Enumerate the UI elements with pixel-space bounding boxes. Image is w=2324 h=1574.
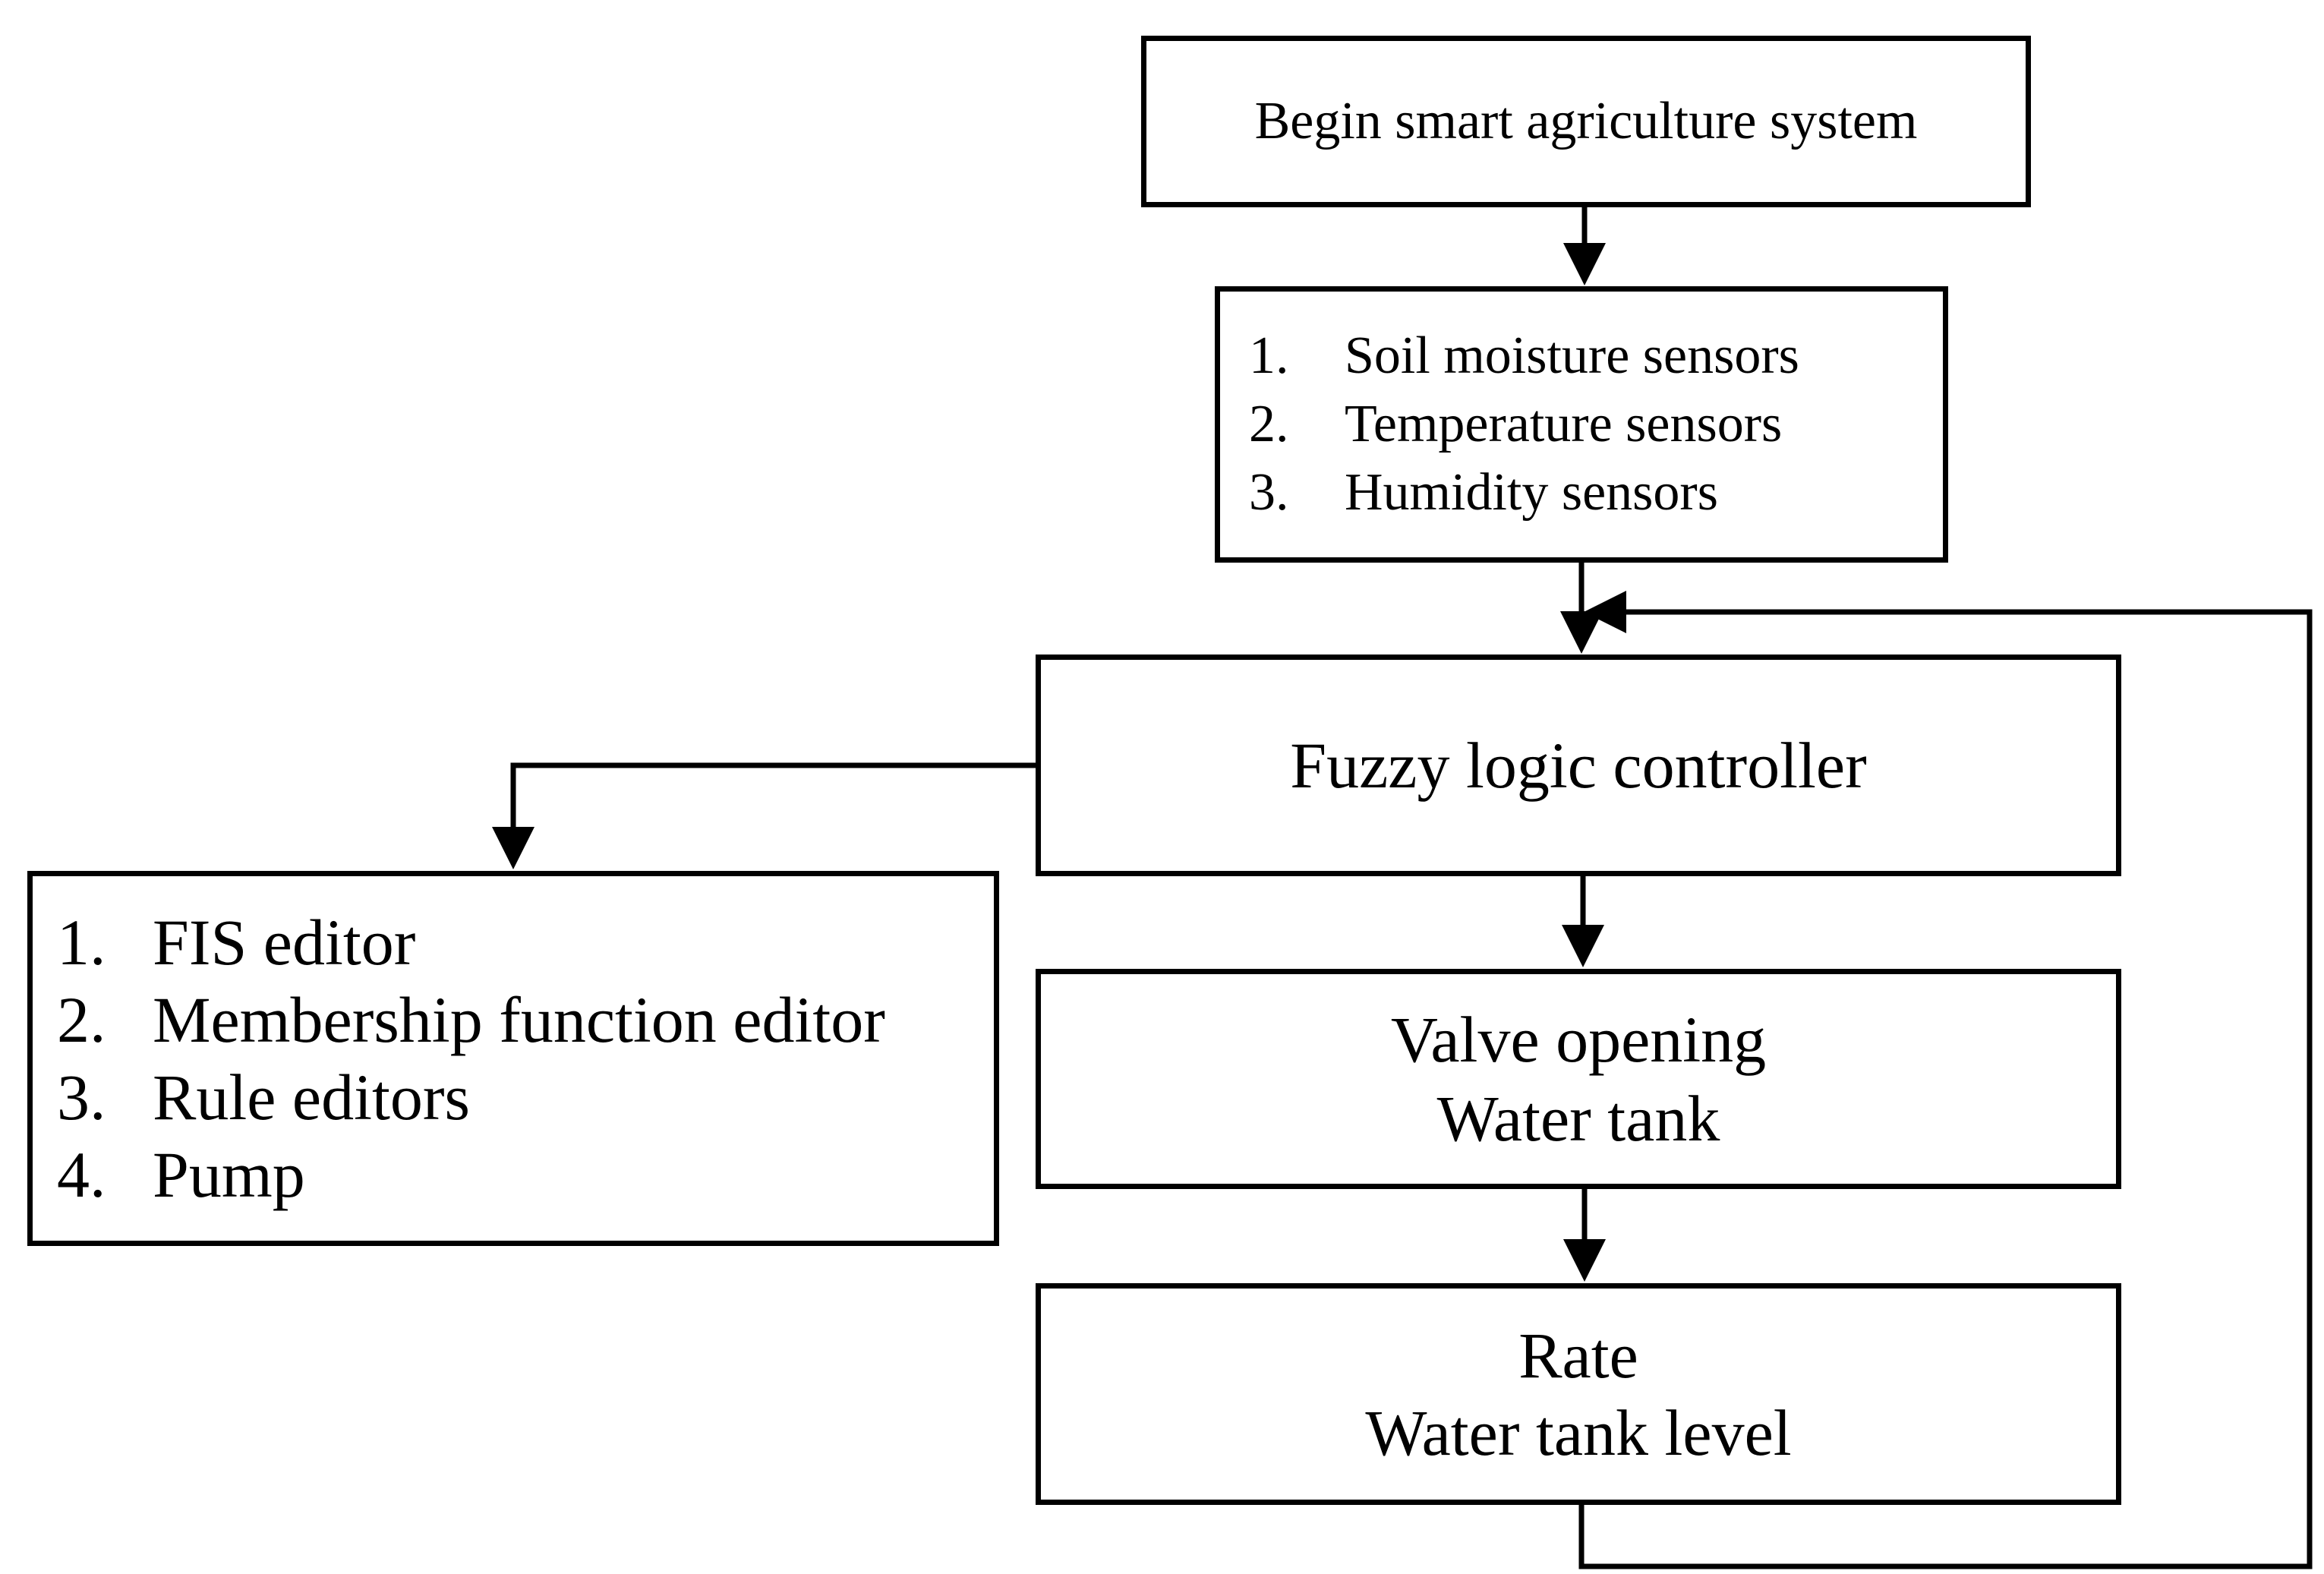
sensor-item-label: Humidity sensors [1345, 463, 1718, 522]
tool-item: 2. Membership function editor [57, 981, 994, 1058]
arrow-feedback-loop [1578, 591, 2313, 1569]
fuzzy-logic-controller-box: Fuzzy logic controller [1036, 655, 2121, 876]
tool-item-number: 4. [57, 1138, 106, 1211]
begin-system-box: Begin smart agriculture system [1141, 36, 2031, 207]
sensors-box: 1. Soil moisture sensors 2. Temperature … [1215, 286, 1948, 563]
valve-label-line: Water tank [1436, 1082, 1720, 1155]
sensor-item-number: 1. [1249, 326, 1289, 385]
tool-item-number: 3. [57, 1061, 106, 1134]
valve-label-line: Valve opening [1390, 1003, 1767, 1076]
arrow-controller-to-tools [492, 762, 1036, 869]
sensor-item-number: 3. [1249, 463, 1289, 522]
tool-item-label: Pump [153, 1138, 305, 1211]
sensor-item-number: 2. [1249, 395, 1289, 453]
sensor-item: 2. Temperature sensors [1249, 390, 1943, 459]
sensor-item: 3. Humidity sensors [1249, 459, 1943, 527]
valve-box: Valve opening Water tank [1036, 969, 2121, 1189]
fuzzy-logic-controller-label: Fuzzy logic controller [1290, 729, 1867, 802]
tool-item: 1. FIS editor [57, 904, 994, 981]
tool-item-label: Rule editors [153, 1061, 470, 1134]
rate-box: Rate Water tank level [1036, 1283, 2121, 1505]
tool-item-label: Membership function editor [153, 983, 885, 1056]
fis-tools-box: 1. FIS editor 2. Membership function edi… [27, 871, 999, 1246]
tool-item-number: 2. [57, 983, 106, 1056]
sensor-item-label: Temperature sensors [1345, 395, 1783, 453]
tool-item-number: 1. [57, 906, 106, 979]
tool-item-label: FIS editor [153, 906, 416, 979]
rate-label-line: Water tank level [1365, 1396, 1792, 1469]
sensor-item: 1. Soil moisture sensors [1249, 322, 1943, 390]
tool-item: 3. Rule editors [57, 1058, 994, 1136]
tool-item: 4. Pump [57, 1136, 994, 1213]
begin-system-label: Begin smart agriculture system [1254, 92, 1918, 150]
rate-label-line: Rate [1518, 1319, 1638, 1392]
sensor-item-label: Soil moisture sensors [1345, 326, 1799, 385]
